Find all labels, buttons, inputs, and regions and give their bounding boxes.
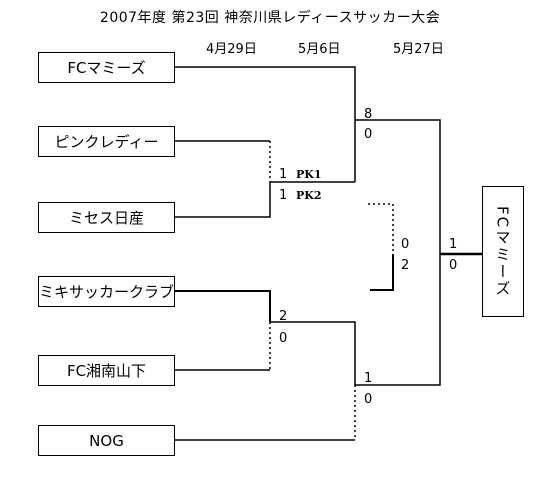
date-round1: 4月29日 — [206, 42, 257, 57]
team-box-4: ミキサッカークラブ — [38, 276, 175, 307]
score-m4-top: 1 — [364, 371, 373, 386]
pk-m1-top: PK1 — [296, 168, 322, 181]
date-round2: 5月6日 — [298, 42, 341, 57]
score-final-bottom: 0 — [449, 258, 458, 273]
bracket-line-team1 — [175, 66, 356, 182]
score-m4-bottom: 0 — [364, 392, 373, 407]
score-semi-bottom: 2 — [401, 258, 410, 273]
pk-m1-bottom: PK2 — [296, 189, 322, 202]
bracket-line-m4-out — [355, 254, 441, 386]
score-m3-bottom: 0 — [279, 331, 288, 346]
bracket-line-m2-out — [355, 119, 441, 254]
champion-name: FCマミーズ — [493, 205, 512, 298]
score-m3-top: 2 — [279, 309, 288, 324]
date-round3: 5月27日 — [393, 42, 444, 57]
score-m2-bottom: 0 — [364, 127, 373, 142]
bracket-line-team3 — [175, 182, 271, 218]
champion-box: FCマミーズ — [482, 186, 524, 317]
bracket-line-semi-dotted — [368, 203, 394, 254]
page-title: 2007年度 第23回 神奈川県レディースサッカー大会 — [99, 10, 441, 26]
team-box-2: ピンクレディー — [38, 126, 175, 157]
bracket-line-semi-solid — [370, 254, 394, 291]
bracket-line-m3-out — [270, 321, 356, 385]
team-box-1: FCマミーズ — [38, 52, 175, 83]
score-m1-bottom: 1 — [279, 188, 288, 203]
bracket-line-team4 — [175, 290, 271, 322]
score-final-top: 1 — [449, 237, 458, 252]
score-m2-top: 8 — [364, 107, 373, 122]
team-box-3: ミセス日産 — [38, 202, 175, 233]
score-m1-top: 1 — [279, 167, 288, 182]
score-semi-top: 0 — [401, 237, 410, 252]
team-box-5: FC湘南山下 — [38, 355, 175, 386]
team-box-6: NOG — [38, 425, 175, 456]
